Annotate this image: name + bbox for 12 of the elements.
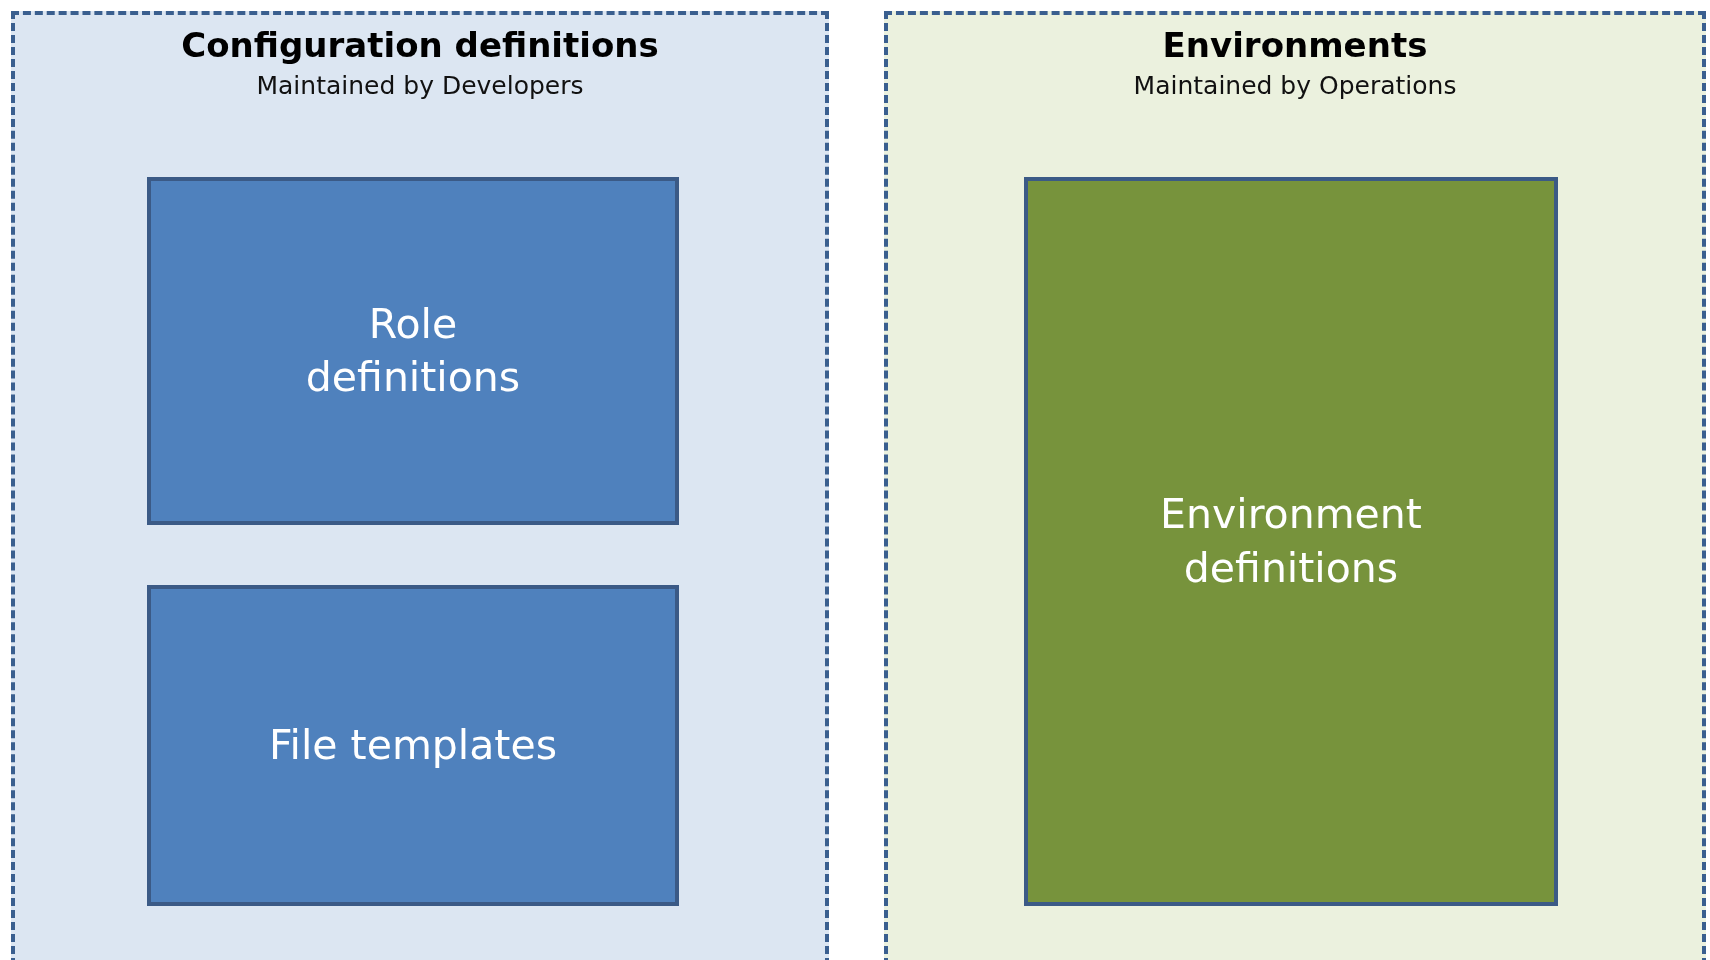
panel-subtitle: Maintained by Developers — [255, 71, 585, 100]
group-panel — [11, 11, 829, 960]
panel-subtitle: Maintained by Operations — [1132, 71, 1458, 100]
panel-title: Environments — [1161, 25, 1429, 65]
box-label: File templates — [267, 719, 559, 771]
panel-title: Configuration definitions — [180, 25, 660, 65]
group-panel — [884, 11, 1706, 960]
process-box — [147, 177, 679, 525]
process-box — [147, 585, 679, 906]
process-box — [1024, 177, 1558, 906]
box-label: Environment definitions — [1159, 489, 1423, 594]
box-label: Role definitions — [304, 298, 522, 403]
